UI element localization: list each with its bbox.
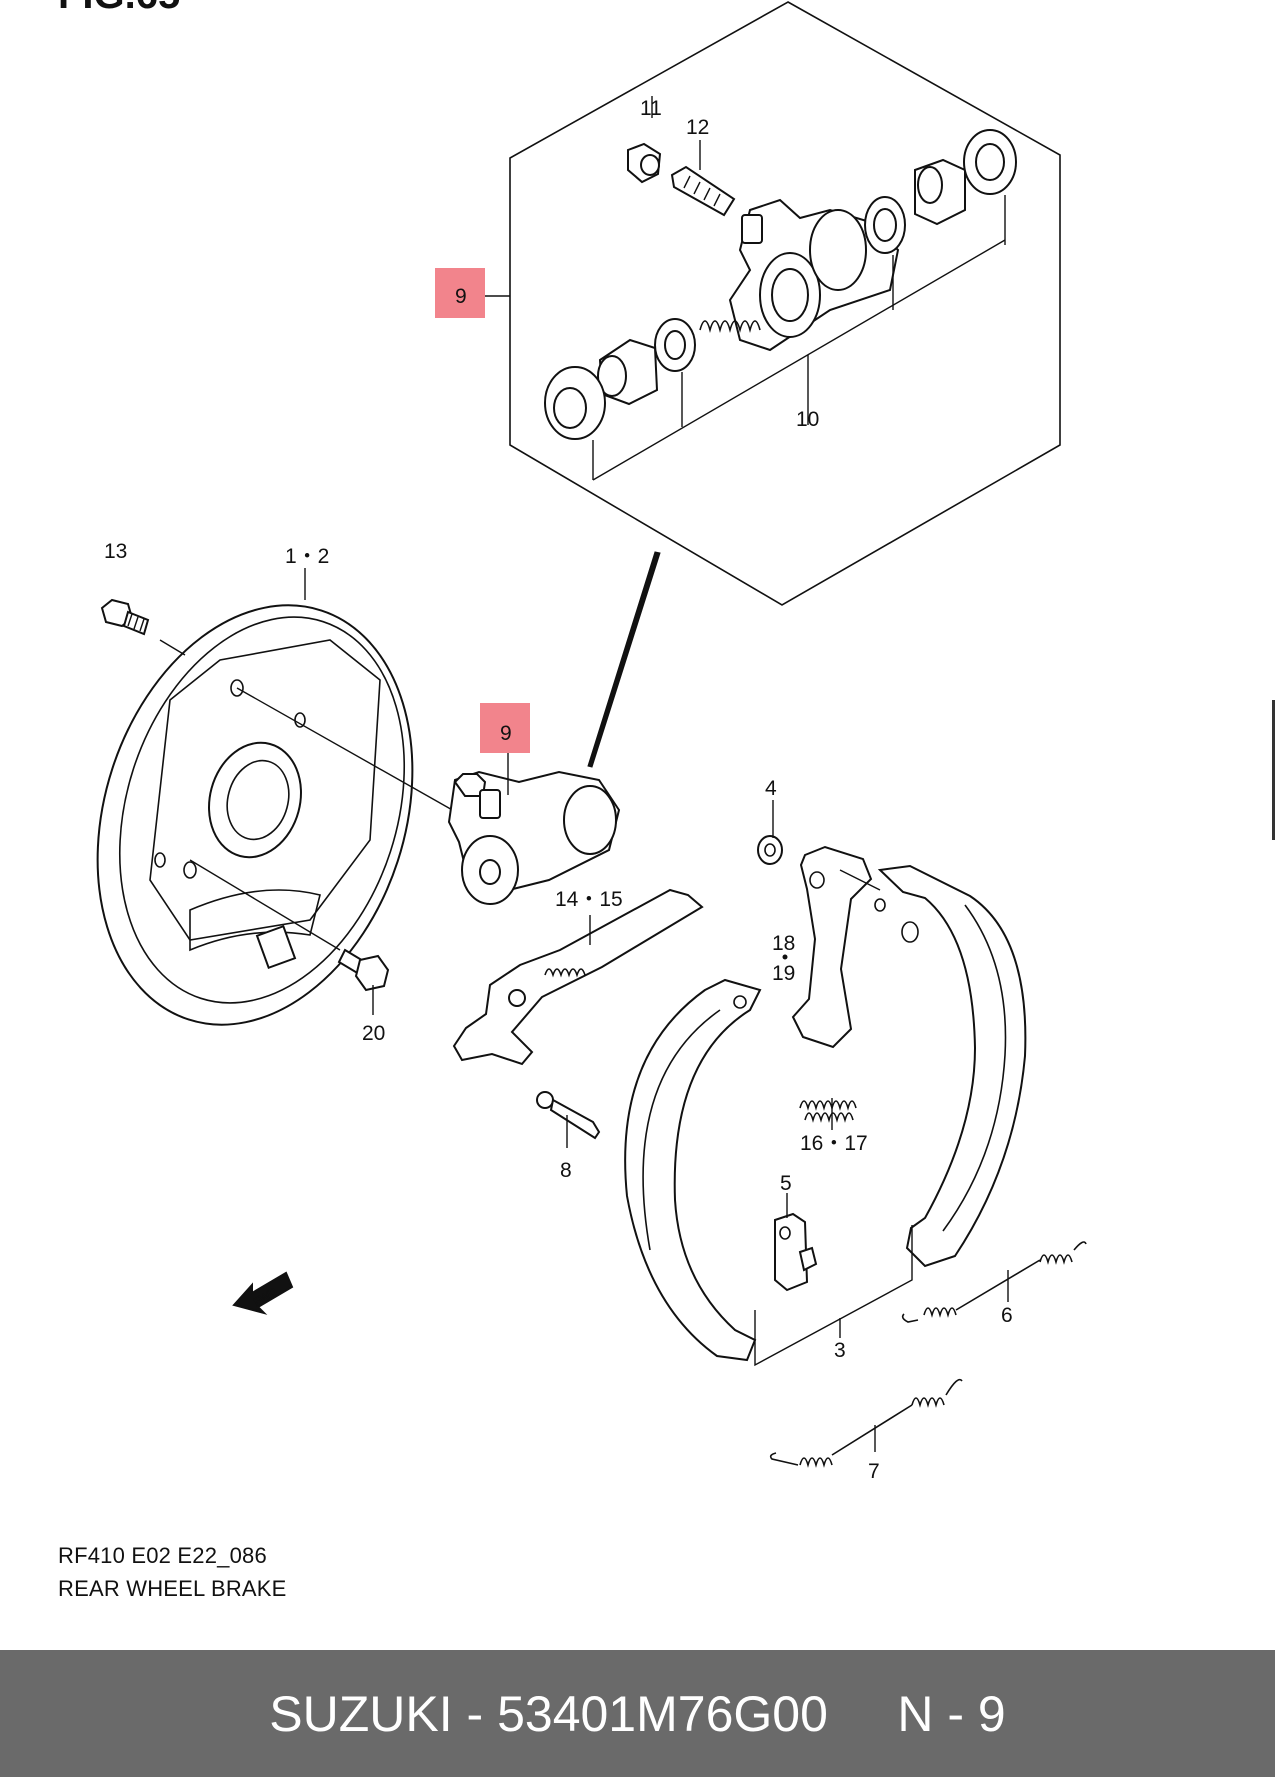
- callout-9-assembled: 9: [500, 722, 512, 745]
- adjuster-lever-14-15: [452, 888, 704, 1066]
- callout-3: 3: [834, 1339, 846, 1362]
- diagram-code: RF410 E02 E22_086: [58, 1543, 267, 1568]
- svg-text:FWD: FWD: [252, 1286, 280, 1309]
- parts-diagram: FIG.65: [58, 0, 1087, 1483]
- callout-8: 8: [560, 1159, 572, 1182]
- cylinder-body-10: [728, 198, 900, 352]
- callout-18-19-dot: [782, 954, 788, 960]
- footer-ref: N - 9: [897, 1685, 1006, 1742]
- piston-right: [914, 158, 966, 226]
- callout-12: 12: [686, 116, 709, 139]
- callout-14-15: 14・15: [555, 888, 623, 911]
- hold-down-pin-8: [536, 1091, 601, 1140]
- exploded-view-arrow: [587, 551, 661, 768]
- callout-9-top-highlight: [435, 268, 485, 318]
- footer-brand: SUZUKI: [269, 1685, 453, 1742]
- spring-clip-5: [774, 1212, 818, 1292]
- cup-right: [864, 196, 906, 254]
- right-edge-mark: [1272, 700, 1275, 840]
- callout-18: 18: [772, 932, 795, 955]
- spring-7: [769, 1378, 963, 1468]
- callout-11: 11: [640, 97, 662, 120]
- bolt-20: [337, 948, 390, 992]
- footer-part-number: 53401M76G00: [497, 1685, 828, 1742]
- brake-shoe-left: [624, 978, 762, 1362]
- wheel-cylinder-9: [447, 770, 621, 905]
- cylinder-spring: [699, 320, 761, 333]
- footer-separator: -: [452, 1685, 498, 1742]
- fwd-arrow-icon: FWD: [232, 1271, 294, 1315]
- footer-bar: SUZUKI - 53401M76G00 N - 9: [0, 1650, 1275, 1777]
- callout-19: 19: [772, 962, 795, 985]
- callout-9-top: 9: [455, 285, 467, 308]
- piston-left: [597, 338, 659, 406]
- callout-5: 5: [780, 1172, 792, 1195]
- bleeder-cap-11: [627, 142, 662, 184]
- callout-9-assembled-highlight: [480, 703, 530, 753]
- bleeder-screw-12: [670, 165, 736, 217]
- boot-left: [544, 366, 606, 440]
- washer-4: [757, 835, 783, 865]
- callout-20: 20: [362, 1022, 385, 1045]
- spring-16-17: [799, 1100, 857, 1123]
- parking-lever-18-19: [791, 845, 873, 1049]
- backing-plate-1-2: [96, 604, 414, 1026]
- callout-1-2: 1・2: [285, 545, 329, 568]
- diagram-title: REAR WHEEL BRAKE: [58, 1576, 287, 1601]
- callout-13: 13: [104, 540, 127, 563]
- callout-7: 7: [868, 1460, 880, 1483]
- brake-shoe-right: [874, 864, 1027, 1268]
- boot-right: [963, 129, 1017, 195]
- bolt-13: [100, 598, 150, 636]
- callout-4: 4: [765, 777, 777, 800]
- wheel-cylinder-exploded-group: [485, 1, 1061, 606]
- cup-left: [654, 318, 696, 372]
- callout-6: 6: [1001, 1304, 1013, 1327]
- return-spring-6: [901, 1241, 1087, 1323]
- callout-10: 10: [796, 408, 819, 431]
- fig-label: FIG.65: [58, 0, 180, 17]
- callout-16-17: 16・17: [800, 1132, 868, 1155]
